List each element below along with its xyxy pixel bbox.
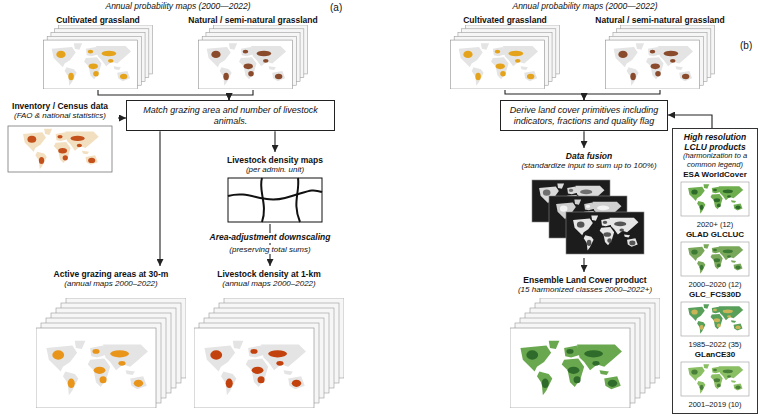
node-heading: Match grazing area and number of livesto…	[133, 105, 328, 126]
panel-letter: (b)	[738, 40, 754, 52]
node-subtext: (per admin. unit)	[217, 165, 333, 174]
node-heading: Livestock density maps	[217, 155, 333, 165]
node-subtext: 2000–2020 (12)	[689, 281, 742, 290]
connector-arrow	[229, 90, 253, 100]
section-title: Annual probability maps (2000—2022)	[103, 2, 252, 12]
map-stack	[510, 298, 660, 408]
output-stack-group: Livestock density at 1-km(annual maps 20…	[194, 266, 344, 410]
node-heading: Cultivated grassland	[30, 15, 166, 25]
product-map	[681, 242, 749, 276]
map-stack	[605, 25, 714, 89]
product-map	[681, 362, 749, 396]
node-subtext: (FAO & national statistics)	[4, 111, 116, 120]
connector-arrow	[584, 90, 660, 100]
admin-map-group: Livestock density maps(per admin. unit)	[215, 152, 335, 224]
connector-arrow	[583, 131, 584, 148]
map-stack-group: Cultivated grassland	[28, 14, 168, 90]
fraction-maps	[532, 180, 644, 254]
node-heading: Cultivated grassland	[437, 15, 573, 25]
product-item: GLC_FCS30D 1985–2022 (35)	[674, 290, 756, 350]
edge-label: Area-adjustment downscaling	[208, 233, 333, 243]
product-map	[681, 182, 749, 216]
output-stack-group: Ensemble Land Cover product(15 harmonize…	[505, 272, 665, 410]
connector-arrow	[118, 117, 126, 118]
panel-letter: (a)	[328, 2, 344, 14]
node-subtext: (15 harmonized classes 2000–2022+)	[507, 285, 663, 294]
node-heading: Active grazing areas at 30-m	[38, 269, 184, 279]
node-heading: Livestock density at 1-km	[196, 269, 342, 279]
section-title: Annual probability maps (2000—2022)	[510, 2, 659, 12]
map-stack	[450, 25, 559, 89]
node-heading: High resolution LCLU products	[676, 132, 754, 152]
node-heading: GLC_FCS30D	[689, 290, 741, 299]
node-subtext: 2020+ (12)	[697, 221, 734, 230]
map-stack-group: Cultivated grassland	[435, 14, 575, 90]
product-item: GLanCE30 2001–2019 (10)	[674, 350, 756, 410]
node-heading: Ensemble Land Cover product	[507, 275, 663, 285]
node-heading: Natural / semi-natural grassland	[587, 15, 733, 25]
connector-arrow	[505, 90, 584, 100]
map-stack	[194, 298, 344, 408]
output-stack-group: Active grazing areas at 30-m(annual maps…	[36, 266, 186, 410]
product-item: ESA WorldCover 2020+ (12)	[674, 170, 756, 230]
process-box: Derive land cover primitives including i…	[500, 100, 668, 131]
connector-arrow	[668, 115, 712, 128]
product-map	[681, 302, 749, 336]
node-heading: Derive land cover primitives including i…	[507, 105, 661, 126]
node-subtext: (annual maps 2000–2022)	[38, 279, 184, 288]
node-heading: Inventory / Census data	[4, 101, 116, 111]
node-heading: Data fusion	[512, 151, 666, 161]
node-heading: Natural / semi-natural grassland	[180, 15, 326, 25]
map-stack-group: Natural / semi-natural grassland	[585, 14, 735, 90]
map-stack	[36, 298, 186, 408]
connector-arrow	[159, 131, 160, 266]
admin-units	[228, 178, 322, 222]
node-subtext: (annual maps 2000–2022)	[196, 279, 342, 288]
census-map	[8, 126, 112, 172]
connector-arrow	[274, 131, 275, 152]
map-stack	[198, 25, 307, 89]
node-heading: GLanCE30	[695, 350, 735, 359]
process-box: Match grazing area and number of livesto…	[126, 100, 335, 131]
node-subtext: 2001–2019 (10)	[689, 401, 742, 410]
census-group: Inventory / Census data(FAO & national s…	[2, 100, 118, 176]
step-note: (preserving total sums)	[227, 245, 312, 254]
node-subtext: (harmonization to a common legend)	[676, 152, 754, 170]
connector-arrow	[98, 90, 229, 100]
node-subtext: (standardize input to sum up to 100%)	[512, 161, 666, 170]
connector-arrow	[583, 258, 584, 272]
product-panel: High resolution LCLU products(harmonizat…	[672, 128, 758, 414]
node-heading: GLAD GLCLUC	[686, 230, 744, 239]
node-heading: ESA WorldCover	[683, 170, 747, 179]
fusion-group: Data fusion(standardize input to sum up …	[510, 148, 668, 258]
product-item: GLAD GLCLUC 2000–2020 (12)	[674, 230, 756, 290]
node-subtext: 1985–2022 (35)	[689, 341, 742, 350]
map-stack-group: Natural / semi-natural grassland	[178, 14, 328, 90]
map-stack	[43, 25, 152, 89]
